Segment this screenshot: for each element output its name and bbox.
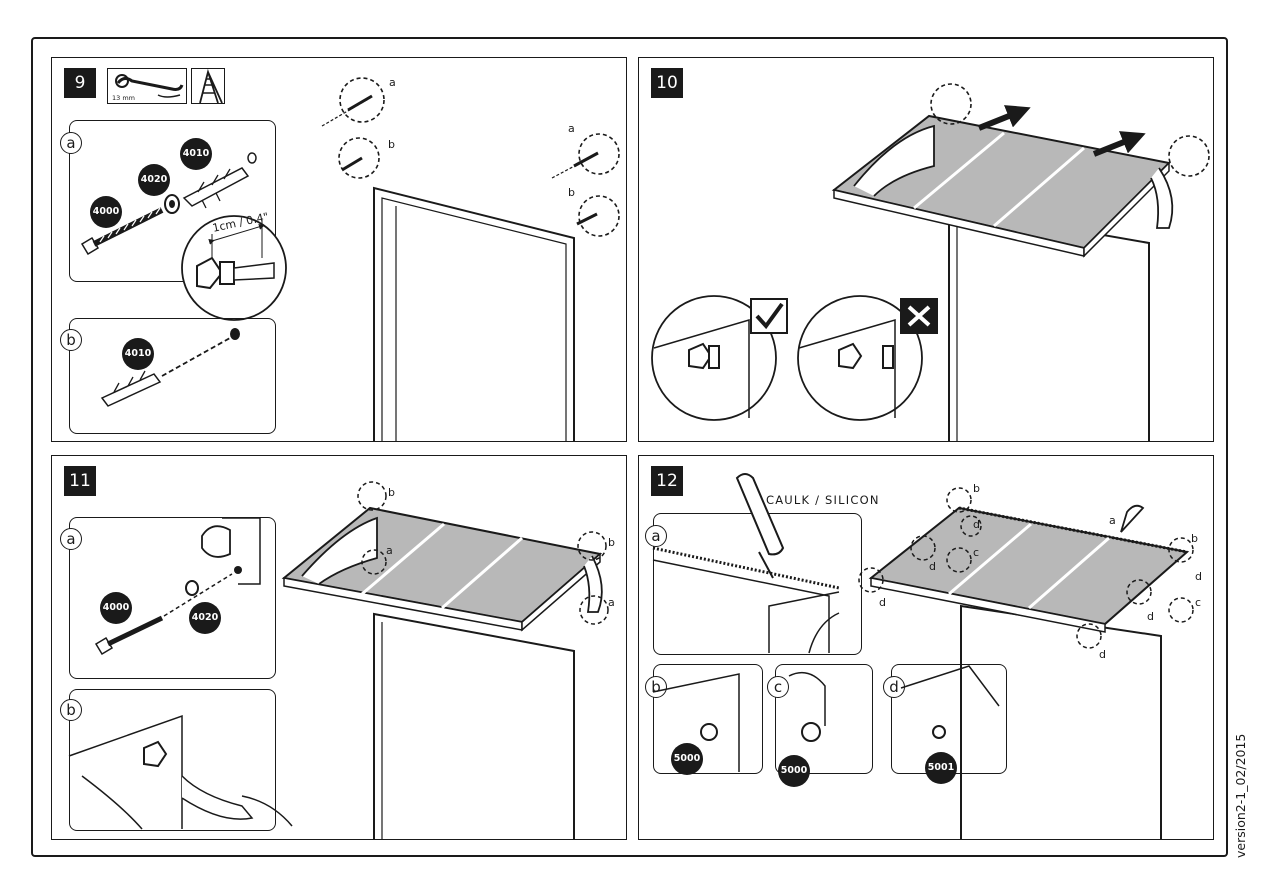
callout-d-right: d [1195,570,1202,583]
callout-a: a [1109,514,1116,527]
callout-d-left: d [929,560,936,573]
hand-wrench-icon [181,775,254,820]
callout-b: b [388,486,395,499]
callout-a-right: a [568,122,575,135]
ladder-icon [199,69,223,104]
detail-label-a: a [60,132,82,154]
callout-b: b [973,482,980,495]
callout-a-right: a [608,596,615,609]
ladder-tool-box [191,68,225,104]
detail-label-b: b [60,699,82,721]
callout-d-corner: d [879,596,886,609]
part-badge-4000: 4000 [100,592,132,624]
wrench-icon [115,74,184,98]
callout-c: c [973,546,980,559]
step-11-drawing [68,481,609,839]
part-badge-4020: 4020 [138,164,170,196]
callout-d-bottom: d [1099,648,1106,661]
caulk-gun-icon [735,473,785,579]
step-11-panel: 11 a b 4000 4020 b a b a [51,455,627,840]
part-badge-4000: 4000 [90,196,122,228]
step-number: 12 [651,466,683,496]
callout-b-right: b [568,186,575,199]
detail-label-a: a [645,525,667,547]
instruction-sheet [31,37,1228,857]
part-badge-5000-c: 5000 [778,755,810,787]
step-12-panel: 12 CAULK / SILICON a b c d [638,455,1214,840]
step-12-drawing [652,473,1194,839]
tool-size-label: 13 mm [112,94,136,102]
part-badge-4010: 4010 [180,138,212,170]
version-label: version2-1_02/2015 [1233,733,1248,858]
part-badge-4020: 4020 [189,602,221,634]
callout-b: b [388,138,395,151]
screw-4000 [80,207,164,256]
step-10-panel: 10 [638,57,1214,442]
step-12-detail-c [775,664,873,774]
step-9-drawing [80,77,620,441]
detail-label-b: b [645,676,667,698]
step-9-detail-b [69,318,276,434]
part-badge-5001-d: 5001 [925,752,957,784]
caulk-label: CAULK / SILICON [766,493,880,507]
anchor-4010 [182,167,250,209]
step-number: 9 [64,68,96,98]
detail-label-c: c [767,676,789,698]
callout-d-mid: d [1147,610,1154,623]
anchor-4010-b [100,328,240,407]
detail-label-b: b [60,329,82,351]
step-number: 10 [651,68,683,98]
wrench-tool-box: 13 mm [107,68,187,104]
step-10-drawing [651,83,1210,441]
step-number: 11 [64,466,96,496]
callout-b-right: b [608,536,615,549]
part-badge-4010-b: 4010 [122,338,154,370]
callout-a: a [386,544,393,557]
step-9-panel: 9 13 mm a [51,57,627,442]
part-badge-5000-b: 5000 [671,743,703,775]
detail-label-a: a [60,528,82,550]
callout-a: a [389,76,396,89]
callout-d: d [973,518,980,531]
callout-b-right: b [1191,532,1198,545]
callout-c-right: c [1195,596,1202,609]
detail-label-d: d [883,676,905,698]
